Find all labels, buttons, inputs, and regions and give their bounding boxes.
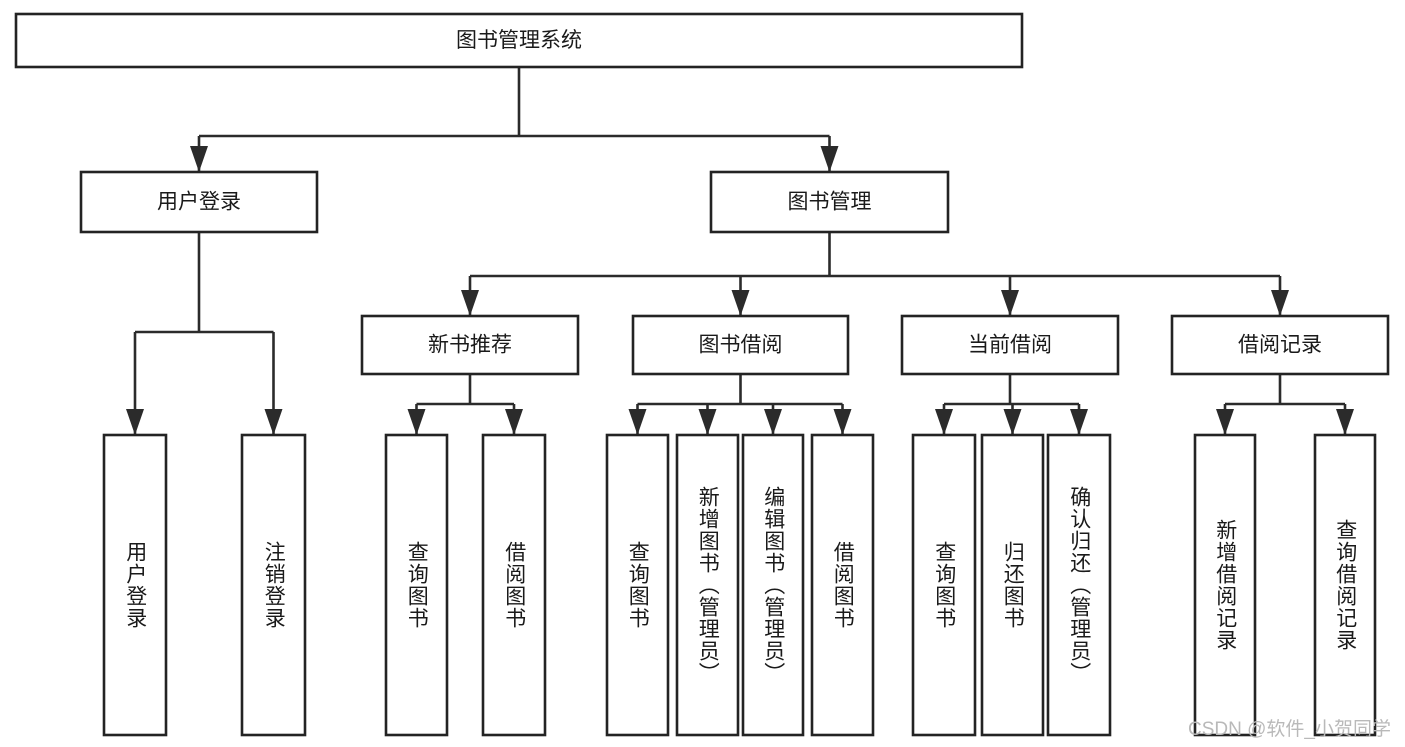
node-box-leaf-11[interactable] bbox=[1193, 433, 1257, 737]
node-box-leaf-12[interactable] bbox=[1313, 433, 1377, 737]
node-label-level2-0: 用户登录 bbox=[157, 191, 241, 214]
node-box-level3-3[interactable] bbox=[1170, 314, 1390, 376]
connector-arrowhead bbox=[264, 409, 283, 435]
node-box-leaf-9[interactable] bbox=[980, 433, 1045, 737]
node-label-level3-0: 新书推荐 bbox=[428, 334, 512, 357]
connectors-layer bbox=[126, 67, 1354, 435]
node-box-level3-2[interactable] bbox=[900, 314, 1120, 376]
node-box-leaf-1[interactable] bbox=[240, 433, 307, 737]
node-label-level3-3: 借阅记录 bbox=[1238, 334, 1322, 357]
node-box-level2-0[interactable] bbox=[79, 170, 319, 234]
node-label-level3-2: 当前借阅 bbox=[968, 334, 1052, 357]
connector-arrowhead bbox=[698, 409, 717, 435]
node-box-root[interactable] bbox=[14, 12, 1024, 69]
node-box-level3-1[interactable] bbox=[631, 314, 850, 376]
connector-arrowhead bbox=[820, 146, 839, 172]
watermark-text: CSDN @软件_小贺同学 bbox=[1188, 719, 1391, 740]
node-box-leaf-8[interactable] bbox=[911, 433, 977, 737]
connector-arrowhead bbox=[833, 409, 852, 435]
connector-arrowhead bbox=[1003, 409, 1022, 435]
connector-arrowhead bbox=[1216, 409, 1234, 435]
node-box-leaf-7[interactable] bbox=[810, 433, 875, 737]
node-label-level3-1: 图书借阅 bbox=[699, 334, 783, 357]
node-boxes-layer bbox=[14, 12, 1390, 737]
node-box-level3-0[interactable] bbox=[360, 314, 580, 376]
connector-arrowhead bbox=[731, 290, 750, 316]
connector-arrowhead bbox=[461, 290, 479, 316]
connector-arrowhead bbox=[1070, 409, 1088, 435]
node-box-leaf-0[interactable] bbox=[102, 433, 168, 737]
connector-arrowhead bbox=[1001, 290, 1019, 316]
connector-arrowhead bbox=[190, 146, 208, 172]
connector-arrowhead bbox=[1271, 290, 1289, 316]
node-label-level2-1: 图书管理 bbox=[788, 191, 872, 214]
node-box-leaf-6[interactable] bbox=[741, 433, 805, 737]
node-box-level2-1[interactable] bbox=[709, 170, 950, 234]
connector-arrowhead bbox=[407, 409, 426, 435]
connector-arrowhead bbox=[505, 409, 523, 435]
connector-arrowhead bbox=[628, 409, 647, 435]
node-box-leaf-3[interactable] bbox=[481, 433, 547, 737]
connector-arrowhead bbox=[1336, 409, 1354, 435]
connector-arrowhead bbox=[126, 409, 144, 435]
node-box-leaf-5[interactable] bbox=[675, 433, 740, 737]
node-box-leaf-2[interactable] bbox=[384, 433, 449, 737]
connector-arrowhead bbox=[764, 409, 782, 435]
node-box-leaf-10[interactable] bbox=[1046, 433, 1112, 737]
connector-arrowhead bbox=[935, 409, 953, 435]
node-box-leaf-4[interactable] bbox=[605, 433, 670, 737]
node-label-root: 图书管理系统 bbox=[456, 29, 582, 52]
